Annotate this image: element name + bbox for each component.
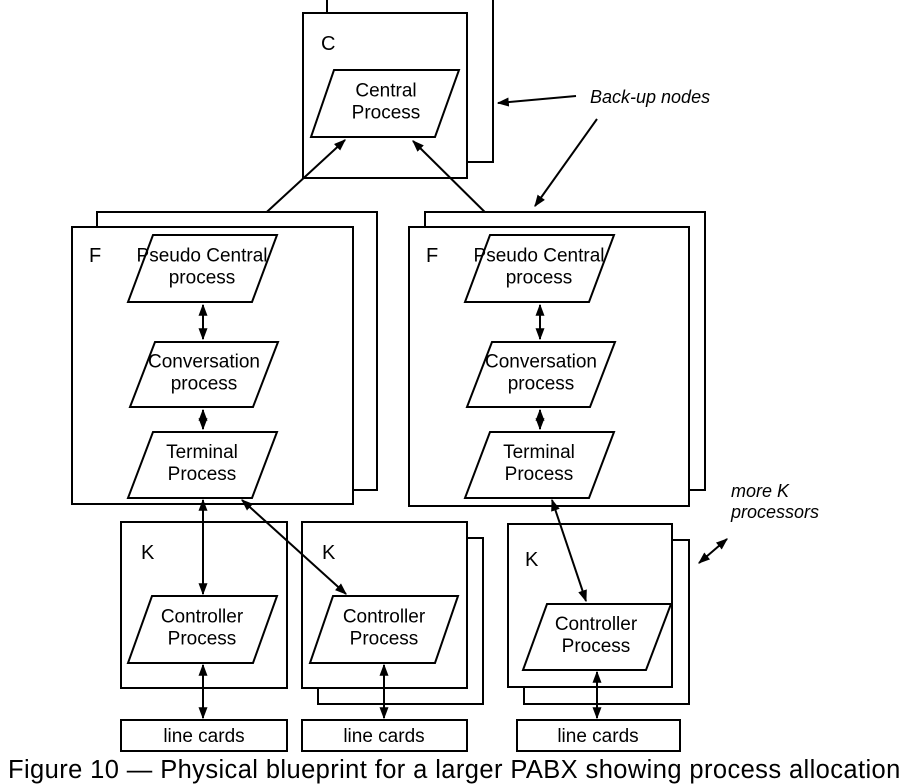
right-conversation-shape <box>465 341 617 408</box>
left-conversation-line1: Conversation <box>148 352 260 373</box>
k1-line-cards-box <box>120 719 288 752</box>
right-terminal-shape <box>463 431 616 499</box>
k3-controller-shape <box>521 603 673 671</box>
k3-line-cards-box <box>516 719 681 752</box>
right-pseudo-central-line2: process <box>506 268 573 289</box>
backup-nodes-annotation: Back-up nodes <box>496 87 710 207</box>
backup-nodes-label: Back-up nodes <box>590 87 710 107</box>
central-node-label: C <box>321 33 335 55</box>
figure-caption: Figure 10 — Physical blueprint for a lar… <box>8 756 901 784</box>
left-pseudo-central-line2: process <box>169 268 236 289</box>
left-f-node-label: F <box>89 245 101 267</box>
k1-controller-line2: Process <box>168 629 237 650</box>
k2-line-cards-box <box>301 719 468 752</box>
k3-controller-line2: Process <box>562 636 631 657</box>
backup-pointer-arrow-to-f <box>534 118 598 207</box>
k2-controller-line2: Process <box>350 629 419 650</box>
k3-line-cards-label: line cards <box>557 726 638 747</box>
backup-pointer-arrow-to-c <box>496 95 577 107</box>
left-terminal-shape <box>126 431 279 499</box>
k2-node-cluster: K Controller Process line cards <box>301 521 484 752</box>
right-terminal-line1: Terminal <box>503 442 575 463</box>
left-terminal-to-k2-arrow <box>241 499 347 595</box>
k1-controller-line1: Controller <box>161 607 244 628</box>
left-terminal-line2: Process <box>168 464 237 485</box>
more-k-label-line2: processors <box>730 502 819 522</box>
left-terminal-line1: Terminal <box>166 442 238 463</box>
central-process-shape <box>309 69 461 138</box>
more-k-arrow <box>698 538 728 564</box>
k2-controller-shape <box>308 595 460 664</box>
right-pseudo-central-line1: Pseudo Central <box>474 246 605 267</box>
right-terminal-line2: Process <box>505 464 574 485</box>
right-pseudo-central-shape <box>463 234 616 303</box>
right-conversation-line2: process <box>508 374 575 395</box>
left-pseudo-central-line1: Pseudo Central <box>137 246 268 267</box>
k1-controller-shape <box>126 595 279 664</box>
more-k-annotation: more K processors <box>698 481 819 564</box>
k3-node-cluster: K Controller Process line cards <box>507 523 690 752</box>
k3-node-label: K <box>525 549 539 571</box>
right-f-node-label: F <box>426 245 438 267</box>
left-conversation-shape <box>128 341 280 408</box>
left-f-node-cluster: F Pseudo Central process Conversation pr… <box>71 211 378 505</box>
right-f-node-cluster: F Pseudo Central process Conversation pr… <box>408 211 706 507</box>
k2-controller-line1: Controller <box>343 607 426 628</box>
k2-line-cards-label: line cards <box>343 726 424 747</box>
right-conversation-line1: Conversation <box>485 352 597 373</box>
k1-node-label: K <box>141 542 155 564</box>
left-pseudo-central-shape <box>126 234 279 303</box>
central-node-cluster: C Central Process <box>302 0 494 179</box>
right-terminal-to-k3-arrow <box>551 498 587 603</box>
k2-node-label: K <box>322 542 336 564</box>
more-k-label-line1: more K <box>731 481 790 501</box>
central-process-label-line1: Central <box>355 81 416 102</box>
k3-controller-line1: Controller <box>555 614 638 635</box>
k1-line-cards-label: line cards <box>163 726 244 747</box>
central-process-label-line2: Process <box>352 103 421 124</box>
left-conversation-line2: process <box>171 374 238 395</box>
